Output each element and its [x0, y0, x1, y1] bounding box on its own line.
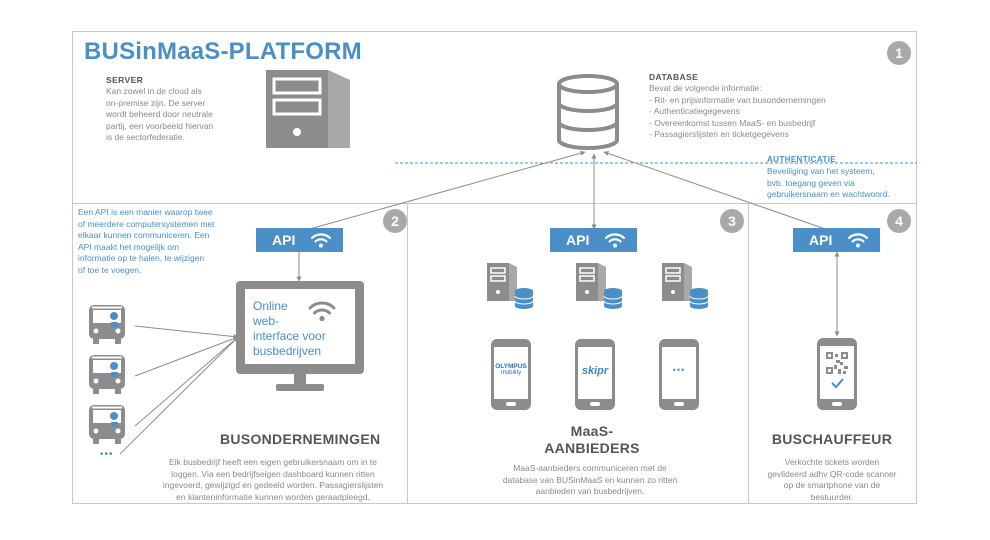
bus-section-title: BUSONDERNEMINGEN — [220, 431, 381, 447]
wifi-icon — [308, 301, 336, 322]
database-icon — [557, 74, 619, 150]
bus-icon — [89, 405, 125, 444]
qr-code-icon — [826, 352, 848, 389]
skipr-logo-text: skipr — [581, 365, 609, 377]
olympus-logo-text: OLYMPUS — [495, 363, 527, 370]
api-badge-maas: API — [550, 228, 637, 252]
phone-ellipsis: ••• — [672, 365, 686, 375]
wifi-icon — [847, 233, 869, 248]
badge-1: 1 — [887, 41, 911, 65]
wifi-icon — [604, 233, 626, 248]
api-label: API — [566, 232, 590, 248]
wifi-icon — [310, 233, 332, 248]
api-badge-bus: API — [256, 228, 343, 252]
server-heading: SERVER — [106, 75, 144, 85]
bus-icon — [89, 355, 125, 394]
phone-more: ••• — [659, 339, 699, 410]
bus-ellipsis: ••• — [100, 449, 114, 460]
maas-server-icon — [487, 263, 534, 309]
platform-title: BUSinMaaS-PLATFORM — [84, 38, 362, 65]
api-badge-driver: API — [793, 228, 880, 252]
monitor-icon — [236, 281, 364, 391]
api-label: API — [809, 232, 833, 248]
maas-server-icon — [576, 263, 623, 309]
maas-section-title: MaaS-AANBIEDERS — [544, 423, 640, 456]
driver-section-title: BUSCHAUFFEUR — [771, 431, 893, 447]
server-icon — [266, 70, 350, 148]
phone-qr-scanner — [817, 338, 857, 410]
phone-skipr: skipr — [575, 339, 615, 410]
olympus-logo-subtext: mobility — [500, 370, 522, 376]
bus-section-description: Elk busbedrijf heeft een eigen gebruiker… — [162, 457, 384, 502]
bus-icon — [89, 305, 125, 344]
maas-server-icon — [662, 263, 709, 309]
database-description: Bevat de volgende informatie:- Rit- en p… — [649, 83, 826, 139]
badge-4: 4 — [887, 209, 911, 233]
phone-olympus: OLYMPUS mobility — [491, 339, 531, 410]
api-label: API — [272, 232, 296, 248]
database-heading: DATABASE — [649, 72, 699, 82]
